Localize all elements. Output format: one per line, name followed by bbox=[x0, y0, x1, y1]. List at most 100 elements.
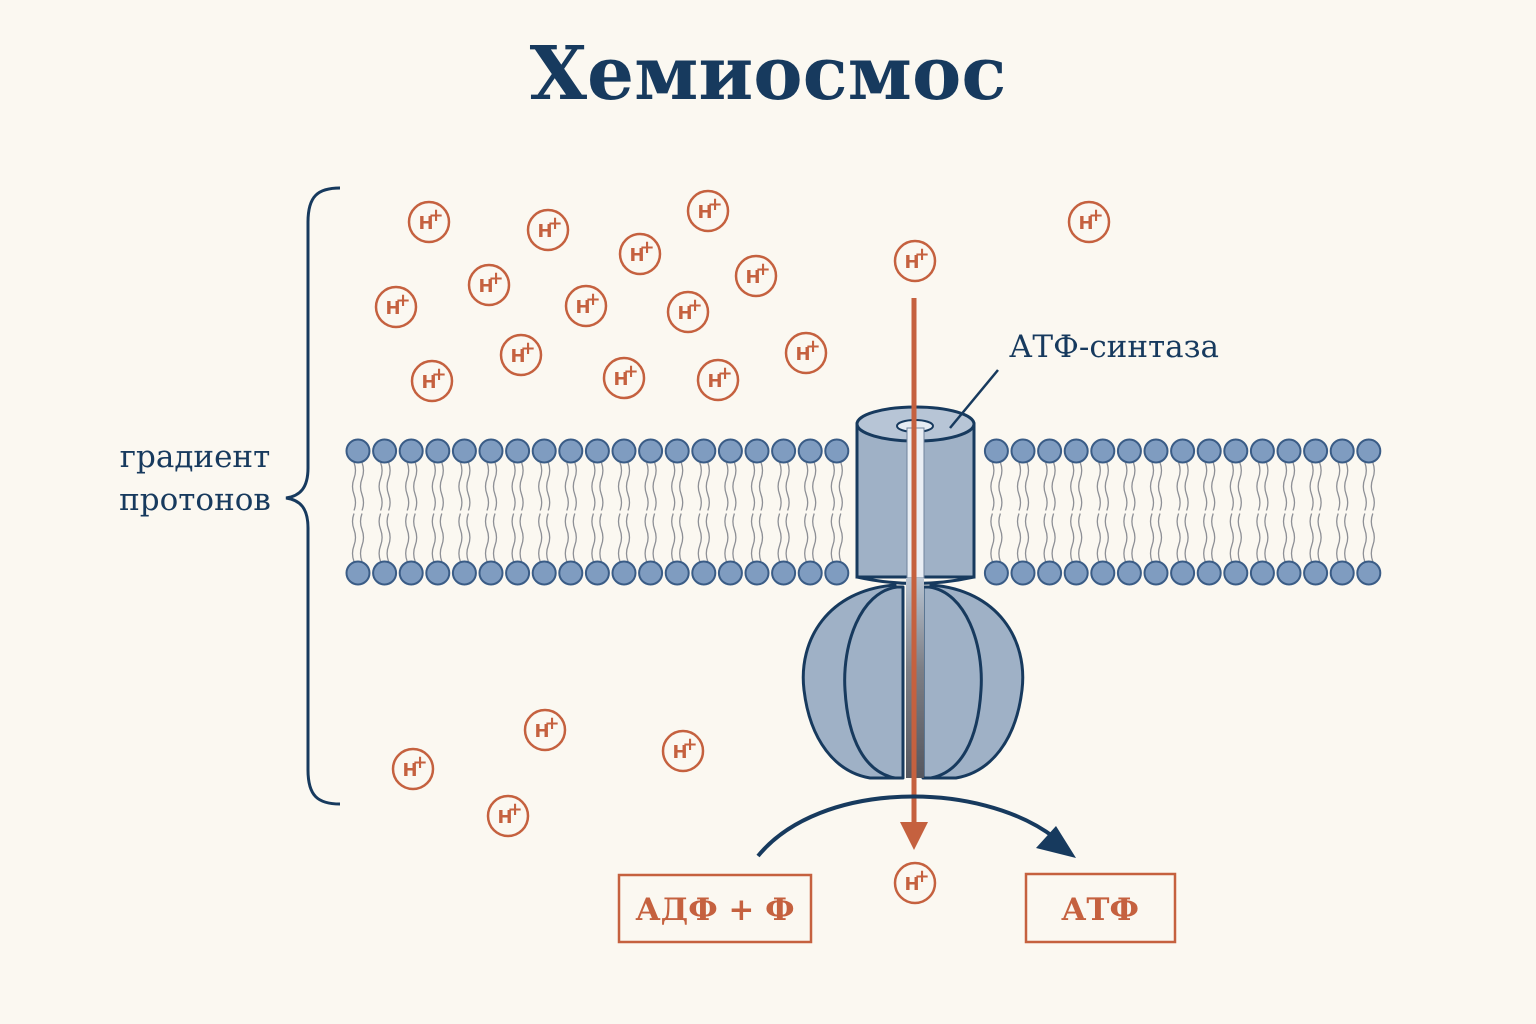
lipid-tail bbox=[1309, 462, 1314, 562]
lipid-tail bbox=[1344, 462, 1349, 562]
proton-symbol: H bbox=[534, 721, 549, 742]
lipid-tail bbox=[564, 462, 569, 562]
proton-charge: + bbox=[682, 734, 697, 755]
lipid-head bbox=[1223, 438, 1249, 464]
proton-charge: + bbox=[755, 259, 770, 280]
lipid-head bbox=[1356, 560, 1382, 586]
lipid-tail bbox=[1157, 462, 1163, 562]
proton-symbol: H bbox=[707, 371, 722, 392]
lipid-tail bbox=[1104, 462, 1109, 562]
proton: H+ bbox=[618, 232, 662, 276]
lipid-tail bbox=[785, 462, 790, 562]
lipid-head bbox=[1196, 438, 1222, 464]
lipid-head bbox=[1329, 438, 1355, 464]
lipid-head bbox=[1170, 560, 1196, 586]
proton-symbol: H bbox=[497, 807, 512, 828]
proton: H+ bbox=[686, 189, 730, 233]
proton-symbol: H bbox=[629, 245, 644, 266]
lipid-tail bbox=[351, 462, 357, 562]
lipid-tail bbox=[439, 462, 444, 562]
lipid-tail bbox=[1078, 462, 1083, 562]
lipid-tail bbox=[1070, 462, 1075, 562]
reaction-arrow bbox=[756, 794, 1057, 858]
lipid-head bbox=[691, 560, 717, 586]
proton: H+ bbox=[661, 729, 705, 773]
lipid-head bbox=[1090, 560, 1116, 586]
lipid-head bbox=[797, 560, 823, 586]
atp-synthase-label: АТФ-синтаза bbox=[1009, 329, 1219, 365]
proton-charge: + bbox=[687, 295, 702, 316]
lipid-tail bbox=[1043, 462, 1048, 562]
proton-flow-arrow bbox=[900, 298, 928, 850]
lipid-tail bbox=[1362, 462, 1367, 562]
proton-symbol: H bbox=[1078, 213, 1093, 234]
lipid-tail bbox=[697, 462, 702, 562]
proton-charge: + bbox=[914, 866, 929, 887]
lipid-tail bbox=[1237, 462, 1242, 562]
lipid-tail bbox=[1123, 462, 1128, 562]
lipid-head bbox=[584, 438, 610, 464]
lipid-head bbox=[691, 438, 717, 464]
lipid-head bbox=[983, 560, 1009, 586]
lipid-tail bbox=[1290, 462, 1296, 562]
proton: H+ bbox=[499, 333, 543, 377]
enzyme-leader-line bbox=[949, 369, 999, 429]
lipid-head bbox=[1063, 560, 1089, 586]
lipid-heads bbox=[345, 438, 1382, 586]
proton-charge: + bbox=[544, 713, 559, 734]
proton-symbol: H bbox=[510, 346, 525, 367]
lipid-head bbox=[717, 560, 743, 586]
lipid-head bbox=[531, 438, 557, 464]
atp-synthase bbox=[801, 405, 1025, 780]
lipid-head bbox=[558, 560, 584, 586]
proton-charge: + bbox=[717, 363, 732, 384]
proton-symbol: H bbox=[575, 297, 590, 318]
lipid-tail bbox=[679, 462, 684, 562]
lipid-tail bbox=[1264, 462, 1269, 562]
lipid-head bbox=[1116, 560, 1142, 586]
lipid-tail bbox=[466, 462, 471, 562]
lipid-head bbox=[372, 560, 398, 586]
lipid-tail bbox=[1370, 462, 1375, 562]
proton: H+ bbox=[523, 708, 567, 752]
lipid-head bbox=[1303, 560, 1329, 586]
lipid-head bbox=[664, 560, 690, 586]
protons: H+H+H+H+H+H+H+H+H+H+H+H+H+H+H+H+H+H+H+H+… bbox=[374, 189, 1111, 905]
lipid-head bbox=[611, 438, 637, 464]
lipid-head bbox=[638, 560, 664, 586]
proton: H+ bbox=[526, 208, 570, 252]
proton: H+ bbox=[734, 254, 778, 298]
proton-symbol: H bbox=[402, 760, 417, 781]
lipid-head bbox=[1356, 438, 1382, 464]
lipid-tail bbox=[519, 462, 524, 562]
lipid-tail bbox=[1229, 462, 1234, 562]
lipid-tail bbox=[1131, 462, 1136, 562]
lipid-tail bbox=[617, 462, 623, 562]
lipid-tail bbox=[591, 462, 596, 562]
lipid-head bbox=[611, 560, 637, 586]
lipid-head bbox=[1090, 438, 1116, 464]
lipid-head bbox=[664, 438, 690, 464]
lipid-tail bbox=[1317, 462, 1322, 562]
proton-symbol: H bbox=[478, 276, 493, 297]
proton-symbol: H bbox=[745, 267, 760, 288]
lipid-head bbox=[744, 560, 770, 586]
proton-charge: + bbox=[805, 336, 820, 357]
lipid-tail bbox=[458, 462, 463, 562]
lipid-head bbox=[451, 438, 477, 464]
lipid-head bbox=[1063, 438, 1089, 464]
lipid-head bbox=[558, 438, 584, 464]
proton-symbol: H bbox=[904, 874, 919, 895]
lipid-head bbox=[451, 560, 477, 586]
product-label: АТФ bbox=[1061, 892, 1139, 928]
lipid-head bbox=[398, 438, 424, 464]
lipid-head bbox=[1143, 560, 1169, 586]
lipid-head bbox=[505, 560, 531, 586]
proton: H+ bbox=[666, 290, 710, 334]
lipid-head bbox=[1037, 438, 1063, 464]
proton-charge: + bbox=[520, 338, 535, 359]
lipid-head bbox=[531, 560, 557, 586]
proton: H+ bbox=[893, 861, 937, 905]
